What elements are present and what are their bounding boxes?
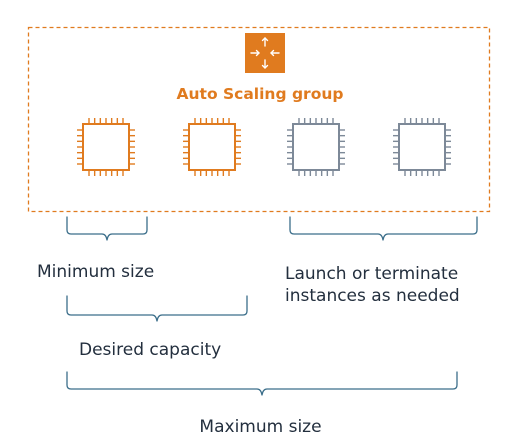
desired-capacity-bracket: [66, 295, 248, 322]
launch-terminate-label: Launch or terminate instances as needed: [285, 263, 460, 307]
auto-scaling-icon: [245, 33, 285, 73]
maximum-size-bracket: [66, 371, 458, 396]
instance-chip-icon: [77, 118, 135, 176]
auto-scaling-group-border: [27, 26, 491, 213]
instance-chip-icon: [183, 118, 241, 176]
instance-chip-icon: [393, 118, 451, 176]
minimum-size-bracket: [66, 216, 148, 241]
desired-capacity-label: Desired capacity: [79, 340, 222, 360]
minimum-size-label: Minimum size: [37, 262, 155, 282]
launch-terminate-line-1: Launch or terminate: [285, 264, 459, 284]
launch-terminate-line-2: instances as needed: [285, 286, 460, 306]
launch-terminate-bracket: [289, 216, 478, 241]
auto-scaling-group-label: Auto Scaling group: [176, 85, 344, 103]
instance-chips: [77, 118, 451, 176]
instance-chip-icon: [287, 118, 345, 176]
maximum-size-label: Maximum size: [199, 417, 322, 437]
